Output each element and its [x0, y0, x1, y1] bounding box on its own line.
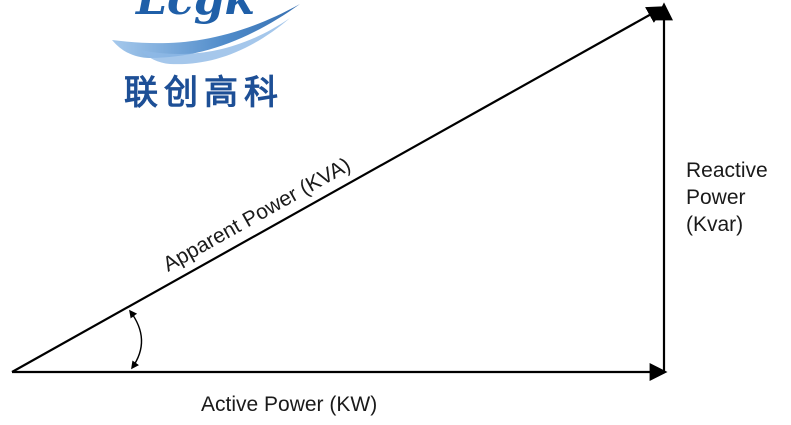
- logo-wordmark: Lcgk: [134, 0, 255, 25]
- company-logo: Lcgk 联创高科: [112, 0, 300, 113]
- logo-swoosh-lower: [140, 18, 290, 65]
- reactive-power-label-line-1: Reactive: [686, 159, 768, 182]
- logo-swoosh: [112, 4, 300, 58]
- power-triangle: [11, 2, 673, 381]
- reactive-power-label-line-3: (Kvar): [686, 213, 743, 236]
- apparent-power-label: Apparent Power (KVA): [159, 153, 354, 276]
- active-power-label: Active Power (KW): [201, 393, 377, 416]
- phase-angle-arc: [129, 309, 143, 370]
- apparent-power-vector: [11, 6, 666, 373]
- logo-chinese-name: 联创高科: [124, 73, 284, 113]
- reactive-power-label-line-2: Power: [686, 186, 746, 209]
